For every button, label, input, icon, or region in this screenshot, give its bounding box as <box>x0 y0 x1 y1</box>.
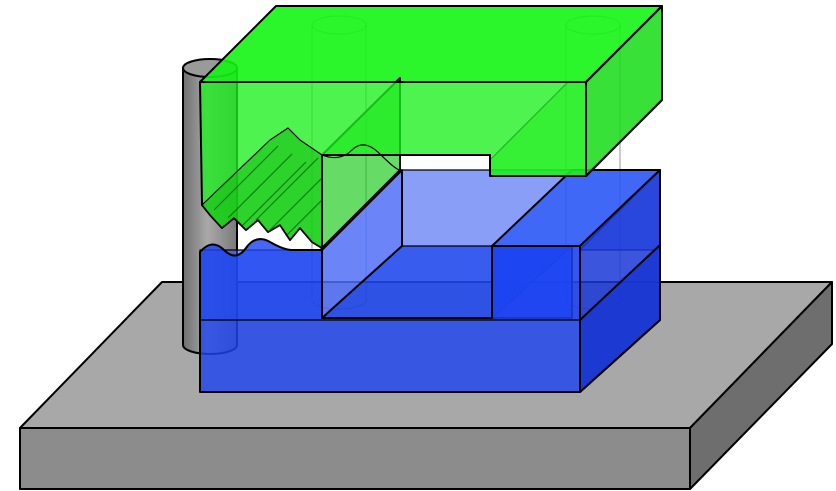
base-plate-front <box>20 428 690 489</box>
upper-die-top <box>200 6 662 82</box>
